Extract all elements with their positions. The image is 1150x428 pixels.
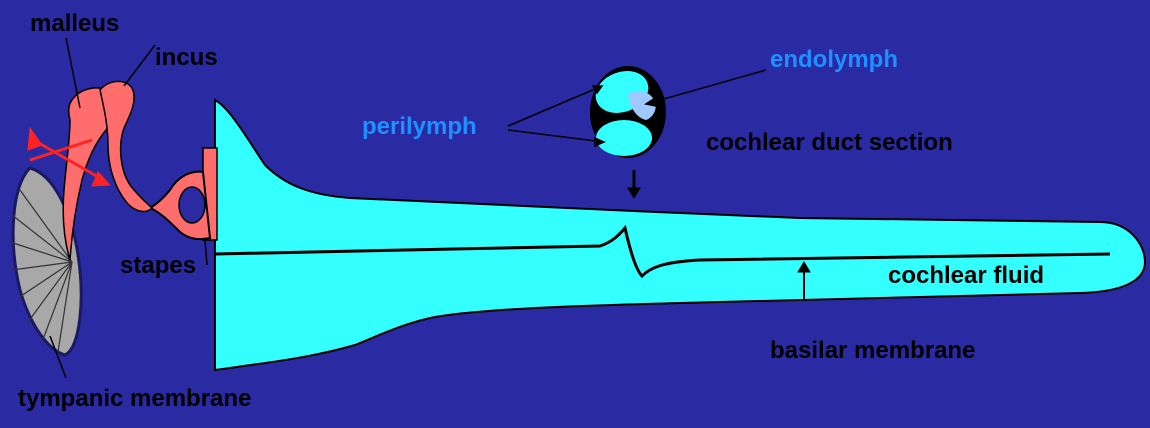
incus-shape — [100, 81, 152, 211]
tympanic-membrane-label: tympanic membrane — [18, 387, 251, 411]
duct-lower-chamber — [596, 120, 652, 156]
cochlea-body — [215, 100, 1145, 370]
malleus-label: malleus — [30, 12, 119, 36]
stapes-label: stapes — [120, 254, 196, 278]
section-down-arrow — [628, 170, 640, 198]
perilymph-label: perilymph — [362, 115, 477, 139]
basilar-membrane-label: basilar membrane — [770, 339, 975, 363]
incus-label: incus — [155, 46, 218, 70]
cochlear-duct-section-label: cochlear duct section — [706, 131, 953, 155]
cochlear-fluid-label: cochlear fluid — [888, 264, 1044, 288]
stapes-hole — [179, 187, 205, 223]
endolymph-label: endolymph — [770, 48, 898, 72]
